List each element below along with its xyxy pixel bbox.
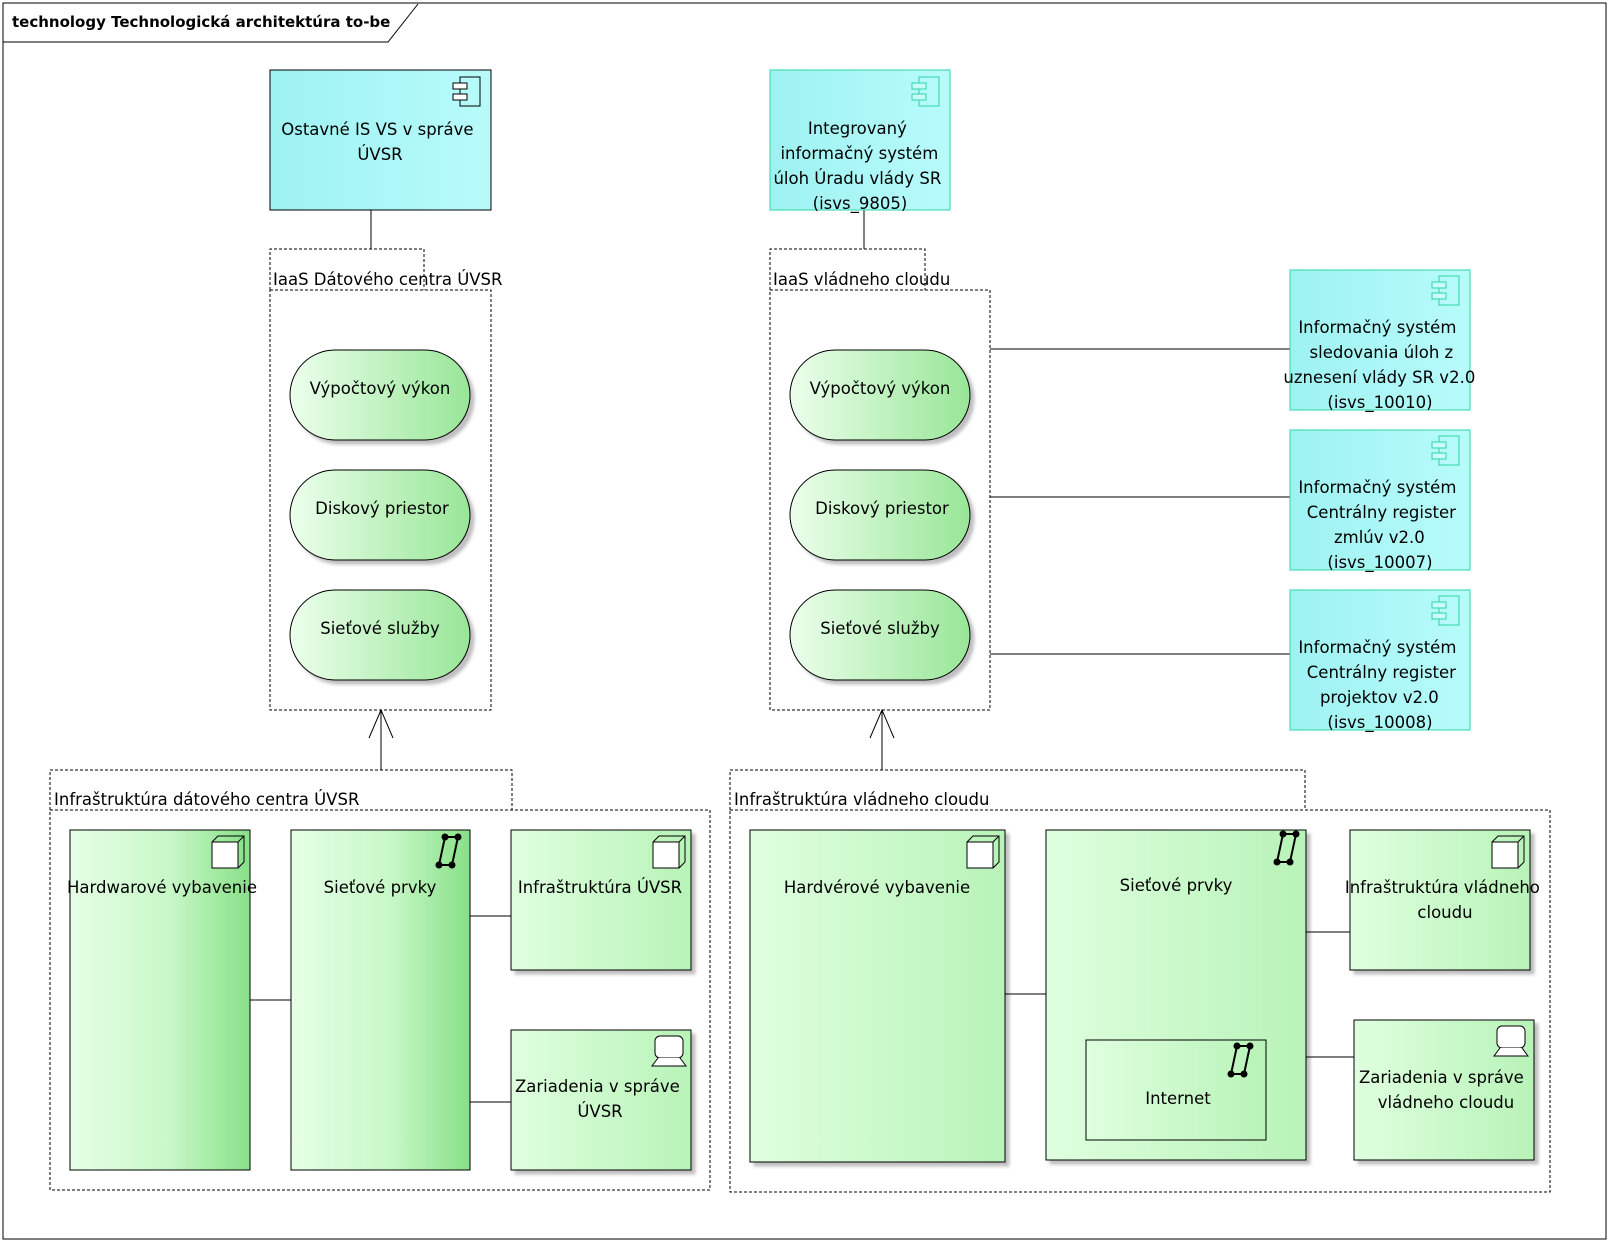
node-hardwarove-vybavenie: Hardwarové vybavenie <box>67 829 257 1171</box>
component-icon <box>1431 595 1460 626</box>
node-icon <box>1491 835 1525 869</box>
component-register-projektov: Informačný systém Centrálny register pro… <box>1289 589 1471 733</box>
component-ostavne-is: Ostavné IS VS v správe ÚVSR <box>269 69 492 211</box>
component-label: Ostavné IS VS v správe ÚVSR <box>281 120 479 164</box>
node-label: Zariadenia v správe vládneho cloudu <box>1359 1068 1529 1112</box>
node-icon <box>966 835 1000 869</box>
device-icon <box>1493 1025 1529 1057</box>
infra-cloud-group <box>729 809 1551 1193</box>
service-label: Diskový priestor <box>315 499 449 518</box>
component-label: Integrovaný informačný systém úloh Úradu… <box>773 119 946 214</box>
service-label: Sieťové služby <box>320 619 440 638</box>
iaas-cloud-label: IaaS vládneho cloudu <box>773 270 950 289</box>
iaas-uvsr-group <box>269 289 492 711</box>
component-sledovania-uloh: Informačný systém sledovania úloh z uzne… <box>1283 269 1480 413</box>
network-icon <box>435 833 462 869</box>
component-icon <box>1431 435 1460 466</box>
service-diskovy-cloud: Diskový priestor <box>789 469 971 561</box>
node-label: Internet <box>1145 1089 1211 1108</box>
component-icon <box>911 76 940 107</box>
component-label: Informačný systém sledovania úloh z uzne… <box>1283 318 1480 413</box>
node-internet: Internet <box>1085 1039 1267 1141</box>
component-icon <box>1431 275 1460 306</box>
node-label: Sieťové prvky <box>324 878 437 897</box>
node-label: Sieťové prvky <box>1120 876 1233 895</box>
infra-cloud-tab <box>729 769 1306 810</box>
node-icon <box>652 835 686 869</box>
infra-uvsr-group <box>49 809 711 1191</box>
iaas-uvsr-label: IaaS Dátového centra ÚVSR <box>273 270 503 289</box>
service-label: Výpočtový výkon <box>810 379 951 398</box>
node-hardverove-vybavenie: Hardvérové vybavenie <box>749 829 1006 1163</box>
frame-title: technology Technologická architektúra to… <box>12 13 390 31</box>
device-icon <box>651 1035 687 1067</box>
service-vypoctovy-cloud: Výpočtový výkon <box>789 349 971 441</box>
iaas-cloud-tab <box>769 248 926 290</box>
node-icon <box>211 835 245 869</box>
component-label: Informačný systém Centrálny register pro… <box>1298 638 1461 733</box>
service-label: Výpočtový výkon <box>310 379 451 398</box>
connectors <box>250 210 1354 1103</box>
node-label: Zariadenia v správe ÚVSR <box>515 1077 685 1121</box>
service-label: Diskový priestor <box>815 499 949 518</box>
service-label: Sieťové služby <box>820 619 940 638</box>
node-label: Infraštruktúra ÚVSR <box>518 878 682 897</box>
node-label: Infraštruktúra vládneho cloudu <box>1345 878 1545 922</box>
service-vypoctovy-uvsr: Výpočtový výkon <box>289 349 471 441</box>
infra-uvsr-tab <box>49 769 513 810</box>
component-icon <box>452 76 481 107</box>
component-label: Informačný systém Centrálny register zml… <box>1298 478 1461 573</box>
node-infrastruktura-uvsr: Infraštruktúra ÚVSR <box>510 829 692 971</box>
frame-title-tab <box>3 3 419 43</box>
service-sietove-uvsr: Sieťové služby <box>289 589 471 681</box>
network-icon <box>1227 1042 1254 1078</box>
iaas-cloud-group <box>769 289 991 711</box>
iaas-uvsr-tab <box>269 248 425 290</box>
service-sietove-cloud: Sieťové služby <box>789 589 971 681</box>
node-zariadenia-cloudu: Zariadenia v správe vládneho cloudu <box>1353 1019 1535 1161</box>
component-register-zmluv: Informačný systém Centrálny register zml… <box>1289 429 1471 573</box>
network-icon <box>1273 830 1300 866</box>
node-label: Hardwarové vybavenie <box>67 878 257 897</box>
infra-cloud-label: Infraštruktúra vládneho cloudu <box>734 790 989 809</box>
component-integrovany-is: Integrovaný informačný systém úloh Úradu… <box>769 69 951 214</box>
node-sietove-prvky-uvsr: Sieťové prvky <box>290 829 471 1171</box>
node-label: Hardvérové vybavenie <box>784 878 970 897</box>
infra-uvsr-label: Infraštruktúra dátového centra ÚVSR <box>54 790 359 809</box>
node-infrastruktura-cloudu: Infraštruktúra vládneho cloudu <box>1345 829 1545 971</box>
service-diskovy-uvsr: Diskový priestor <box>289 469 471 561</box>
node-zariadenia-uvsr: Zariadenia v správe ÚVSR <box>510 1029 692 1171</box>
